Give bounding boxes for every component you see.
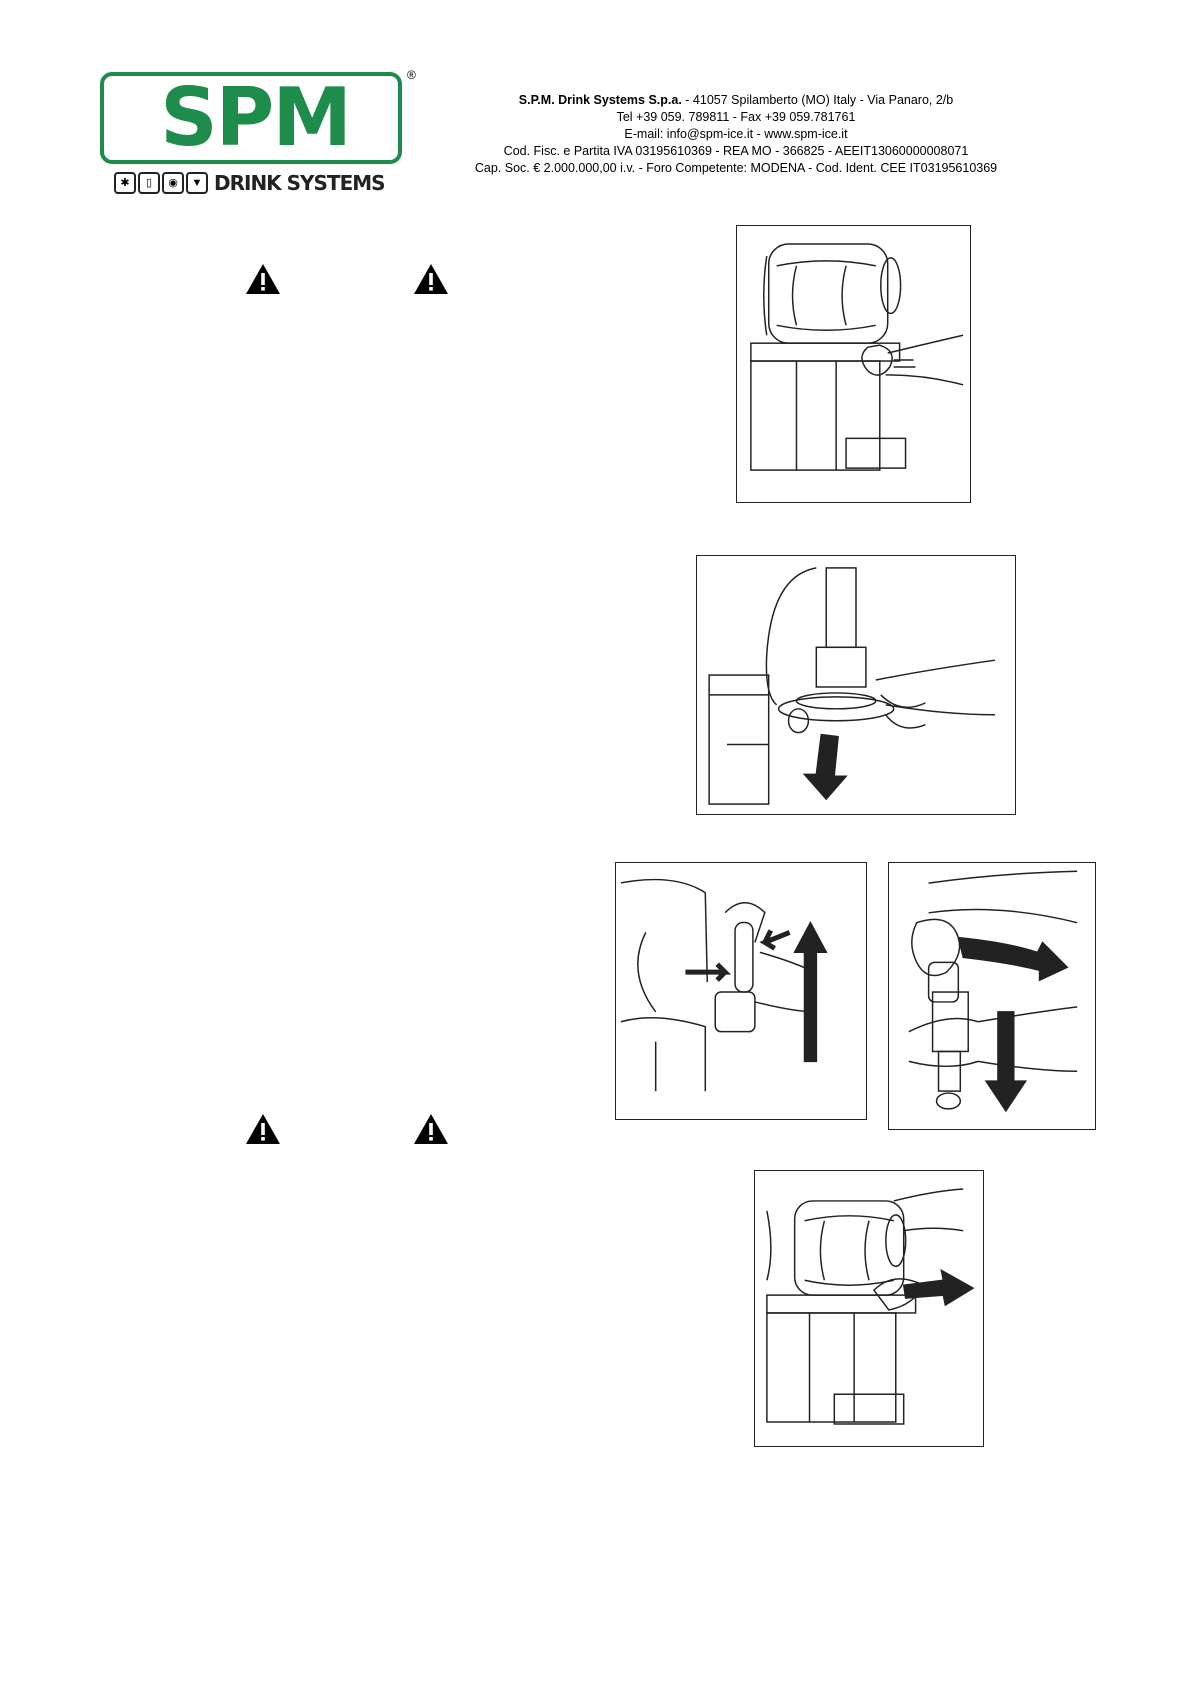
company-email: E-mail: info@spm-ice.it - www.spm-ice.it <box>624 127 848 141</box>
tap-removal-illustration <box>708 567 996 805</box>
company-tax: Cod. Fisc. e Partita IVA 03195610369 - R… <box>503 144 969 158</box>
cone-icon: ▼ <box>186 172 208 194</box>
piston-extract-illustration <box>908 870 1078 1113</box>
cup-icon: ▯ <box>138 172 160 194</box>
company-name: S.P.M. Drink Systems S.p.a. <box>518 93 682 107</box>
figure-lift-lever <box>615 862 867 1120</box>
figure-extract-piston <box>888 862 1096 1130</box>
logo-frame: SPM <box>100 71 402 164</box>
figure-remove-tap <box>696 555 1016 815</box>
registered-mark: ® <box>407 68 416 82</box>
drink-icon: ◉ <box>162 172 184 194</box>
logo-tagline: DRINK SYSTEMS <box>214 171 386 195</box>
company-capital: Cap. Soc. € 2.000.000,00 i.v. - Foro Com… <box>474 161 998 175</box>
lever-lift-illustration <box>620 878 828 1092</box>
figure-remove-bowl <box>754 1170 984 1447</box>
figure-dispenser-tap <box>736 225 971 503</box>
warning-icon <box>414 264 448 294</box>
warning-icon <box>246 264 280 294</box>
bowl-removal-illustration <box>766 1188 975 1425</box>
warning-icon <box>414 1114 448 1144</box>
logo-brand: SPM <box>160 71 352 164</box>
warning-icon <box>246 1114 280 1144</box>
company-phone: Tel +39 059. 789811 - Fax +39 059.781761 <box>616 110 856 124</box>
spm-logo: SPM ® ✱ ▯ ◉ ▼ DRINK SYSTEMS <box>100 68 430 196</box>
company-line-1: S.P.M. Drink Systems S.p.a. - 41057 Spil… <box>404 92 1068 109</box>
company-info: S.P.M. Drink Systems S.p.a. - 41057 Spil… <box>404 92 1068 177</box>
logo-subline: ✱ ▯ ◉ ▼ DRINK SYSTEMS <box>114 171 386 195</box>
machine-illustration <box>750 243 964 471</box>
snowflake-icon: ✱ <box>114 172 136 194</box>
company-address: - 41057 Spilamberto (MO) Italy - Via Pan… <box>685 93 954 107</box>
